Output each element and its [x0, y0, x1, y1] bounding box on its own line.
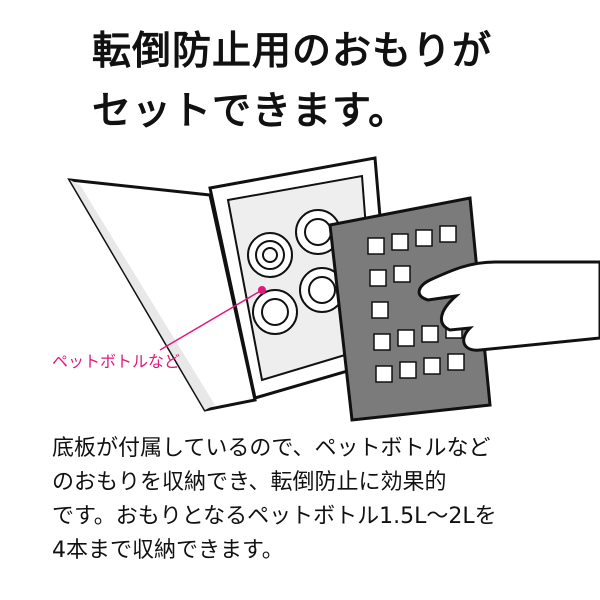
callout-dot: [258, 286, 266, 294]
description-line-1: 底板が付属しているので、ペットボトルなど: [52, 436, 491, 461]
bottom-plate: [328, 196, 492, 422]
stand-body: [67, 178, 257, 412]
product-illustration: [67, 156, 600, 422]
headline-line-1: 転倒防止用のおもりが: [92, 29, 493, 74]
description-line-3: です。おもりとなるペットボトル1.5L〜2Lを: [52, 504, 497, 529]
callout-label: ペットボトルなど: [52, 352, 181, 371]
description: 底板が付属しているので、ペットボトルなど のおもりを収納でき、転倒防止に効果的 …: [52, 432, 572, 568]
headline-line-2: セットできます。: [92, 89, 409, 134]
hand: [417, 260, 600, 352]
callout-leader: [159, 289, 263, 351]
description-line-4: 4本まで収納できます。: [52, 538, 284, 563]
stand-body-shade: [70, 180, 215, 410]
description-line-2: のおもりを収納でき、転倒防止に効果的: [52, 470, 447, 495]
headline: 転倒防止用のおもりが セットできます。: [92, 22, 572, 142]
